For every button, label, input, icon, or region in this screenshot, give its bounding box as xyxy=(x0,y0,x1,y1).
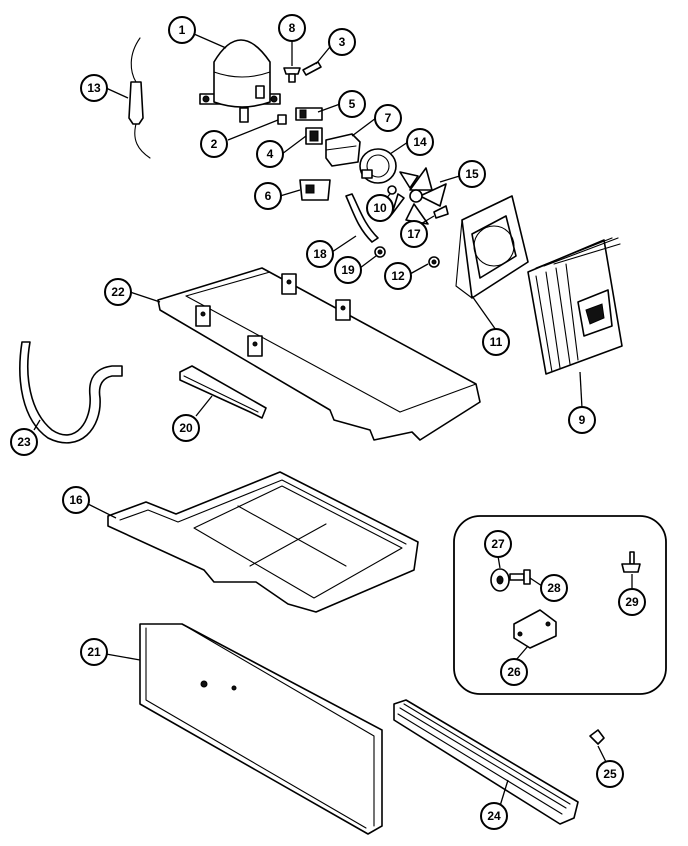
part-16-drain-pan xyxy=(107,471,419,613)
svg-text:11: 11 xyxy=(490,335,503,349)
part-22-base-cover xyxy=(157,267,481,441)
callout-22: 22 xyxy=(104,278,132,306)
part-24-grille xyxy=(393,699,579,825)
callout-24: 24 xyxy=(480,802,508,830)
part-5-relay-clip xyxy=(295,107,323,121)
svg-text:12: 12 xyxy=(391,269,405,283)
part-12-nut xyxy=(428,256,440,268)
callout-17: 17 xyxy=(400,220,428,248)
callout-13: 13 xyxy=(80,74,108,102)
part-14-fan-motor xyxy=(359,148,397,184)
callout-4: 4 xyxy=(256,140,284,168)
callout-10: 10 xyxy=(366,194,394,222)
callout-6: 6 xyxy=(254,182,282,210)
callout-25: 25 xyxy=(596,760,624,788)
part-18-strap xyxy=(345,193,379,243)
callout-20: 20 xyxy=(172,414,200,442)
callout-2: 2 xyxy=(200,130,228,158)
part-4-overload xyxy=(305,127,323,145)
callout-7: 7 xyxy=(374,104,402,132)
callout-11: 11 xyxy=(482,328,510,356)
svg-text:18: 18 xyxy=(313,247,327,261)
svg-text:29: 29 xyxy=(625,595,639,609)
part-23-drain-hose xyxy=(19,341,123,444)
part-3-clip xyxy=(302,61,322,76)
part-15-fan-blade xyxy=(391,167,447,225)
part-29-leveler xyxy=(621,551,641,573)
callout-8: 8 xyxy=(278,14,306,42)
part-21-toe-panel xyxy=(139,623,383,835)
svg-text:10: 10 xyxy=(373,201,387,215)
svg-text:14: 14 xyxy=(413,135,427,149)
svg-text:19: 19 xyxy=(341,263,355,277)
svg-text:1: 1 xyxy=(179,23,186,37)
callout-19: 19 xyxy=(334,256,362,284)
callout-12: 12 xyxy=(384,262,412,290)
svg-text:7: 7 xyxy=(385,111,392,125)
svg-text:21: 21 xyxy=(87,645,101,659)
svg-text:3: 3 xyxy=(339,35,346,49)
svg-text:17: 17 xyxy=(407,227,421,241)
part-7-capacitor xyxy=(325,133,361,167)
callout-21: 21 xyxy=(80,638,108,666)
part-27-grommet xyxy=(490,568,510,592)
svg-text:16: 16 xyxy=(69,493,83,507)
callout-15: 15 xyxy=(458,160,486,188)
part-25-clip xyxy=(589,729,605,745)
callout-23: 23 xyxy=(10,428,38,456)
svg-text:28: 28 xyxy=(547,581,561,595)
svg-text:15: 15 xyxy=(465,167,479,181)
part-13-drier xyxy=(128,37,151,159)
svg-text:22: 22 xyxy=(111,285,125,299)
svg-text:6: 6 xyxy=(265,189,272,203)
part-9-condenser xyxy=(527,237,623,375)
callout-29: 29 xyxy=(618,588,646,616)
part-6-bracket xyxy=(299,179,331,201)
callout-28: 28 xyxy=(540,574,568,602)
svg-text:2: 2 xyxy=(211,137,218,151)
callout-5: 5 xyxy=(338,90,366,118)
svg-text:5: 5 xyxy=(349,97,356,111)
callout-14: 14 xyxy=(406,128,434,156)
svg-text:27: 27 xyxy=(491,537,505,551)
callout-26: 26 xyxy=(500,658,528,686)
leader-lines xyxy=(33,33,633,807)
svg-text:24: 24 xyxy=(487,809,501,823)
svg-text:26: 26 xyxy=(507,665,521,679)
svg-text:9: 9 xyxy=(579,413,586,427)
inset-box xyxy=(453,515,667,695)
svg-text:20: 20 xyxy=(179,421,193,435)
part-8-screw xyxy=(283,67,301,83)
part-19-nut xyxy=(374,246,386,258)
part-20-channel xyxy=(179,365,267,419)
part-2-grommet xyxy=(277,114,287,125)
callout-18: 18 xyxy=(306,240,334,268)
svg-text:8: 8 xyxy=(289,21,296,35)
part-26-switch xyxy=(513,609,557,649)
part-28-screw xyxy=(509,569,531,585)
svg-text:4: 4 xyxy=(267,147,274,161)
callout-3: 3 xyxy=(328,28,356,56)
part-17-clip xyxy=(433,205,449,219)
part-10-nut xyxy=(387,185,397,195)
svg-text:23: 23 xyxy=(17,435,31,449)
part-11-fan-shroud xyxy=(455,195,529,299)
svg-text:13: 13 xyxy=(87,81,101,95)
callout-16: 16 xyxy=(62,486,90,514)
callout-1: 1 xyxy=(168,16,196,44)
callout-9: 9 xyxy=(568,406,596,434)
svg-text:25: 25 xyxy=(603,767,617,781)
part-1-compressor xyxy=(199,39,281,123)
callout-27: 27 xyxy=(484,530,512,558)
